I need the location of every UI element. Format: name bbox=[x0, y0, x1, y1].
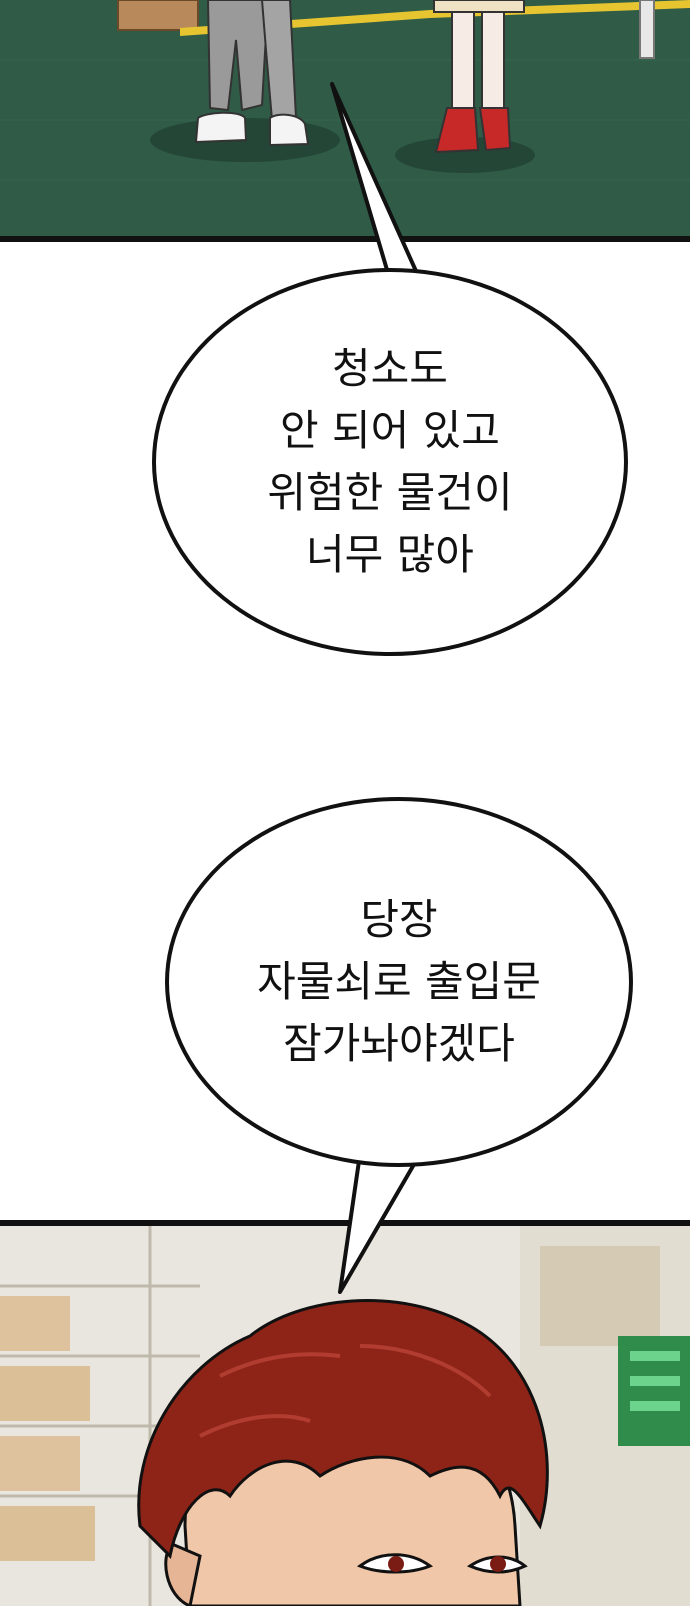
bubble-line: 잠가놔야겠다 bbox=[283, 1019, 515, 1068]
box bbox=[117, 0, 199, 31]
bubble-line: 청소도 bbox=[332, 344, 448, 393]
bubble-tail-up bbox=[330, 82, 430, 290]
panel-warehouse-floor bbox=[0, 0, 690, 242]
bubble-tail-down bbox=[338, 1150, 426, 1294]
bubble-line: 위험한 물건이 bbox=[267, 468, 513, 517]
floor-illustration bbox=[0, 0, 690, 236]
bubble-line: 당장 bbox=[360, 895, 438, 944]
speech-bubble-2-text: 당장 자물쇠로 출입문 잠가놔야겠다 bbox=[257, 889, 541, 1075]
bubble-line: 자물쇠로 출입문 bbox=[257, 957, 541, 1006]
speech-bubble-2: 당장 자물쇠로 출입문 잠가놔야겠다 bbox=[165, 797, 633, 1167]
bubble-line: 너무 많아 bbox=[306, 530, 474, 579]
bubble-line: 안 되어 있고 bbox=[280, 406, 500, 455]
man-illustration bbox=[0, 1226, 690, 1606]
speech-bubble-1-text: 청소도 안 되어 있고 위험한 물건이 너무 많아 bbox=[267, 338, 512, 586]
speech-bubble-1: 청소도 안 되어 있고 위험한 물건이 너무 많아 bbox=[152, 268, 628, 656]
